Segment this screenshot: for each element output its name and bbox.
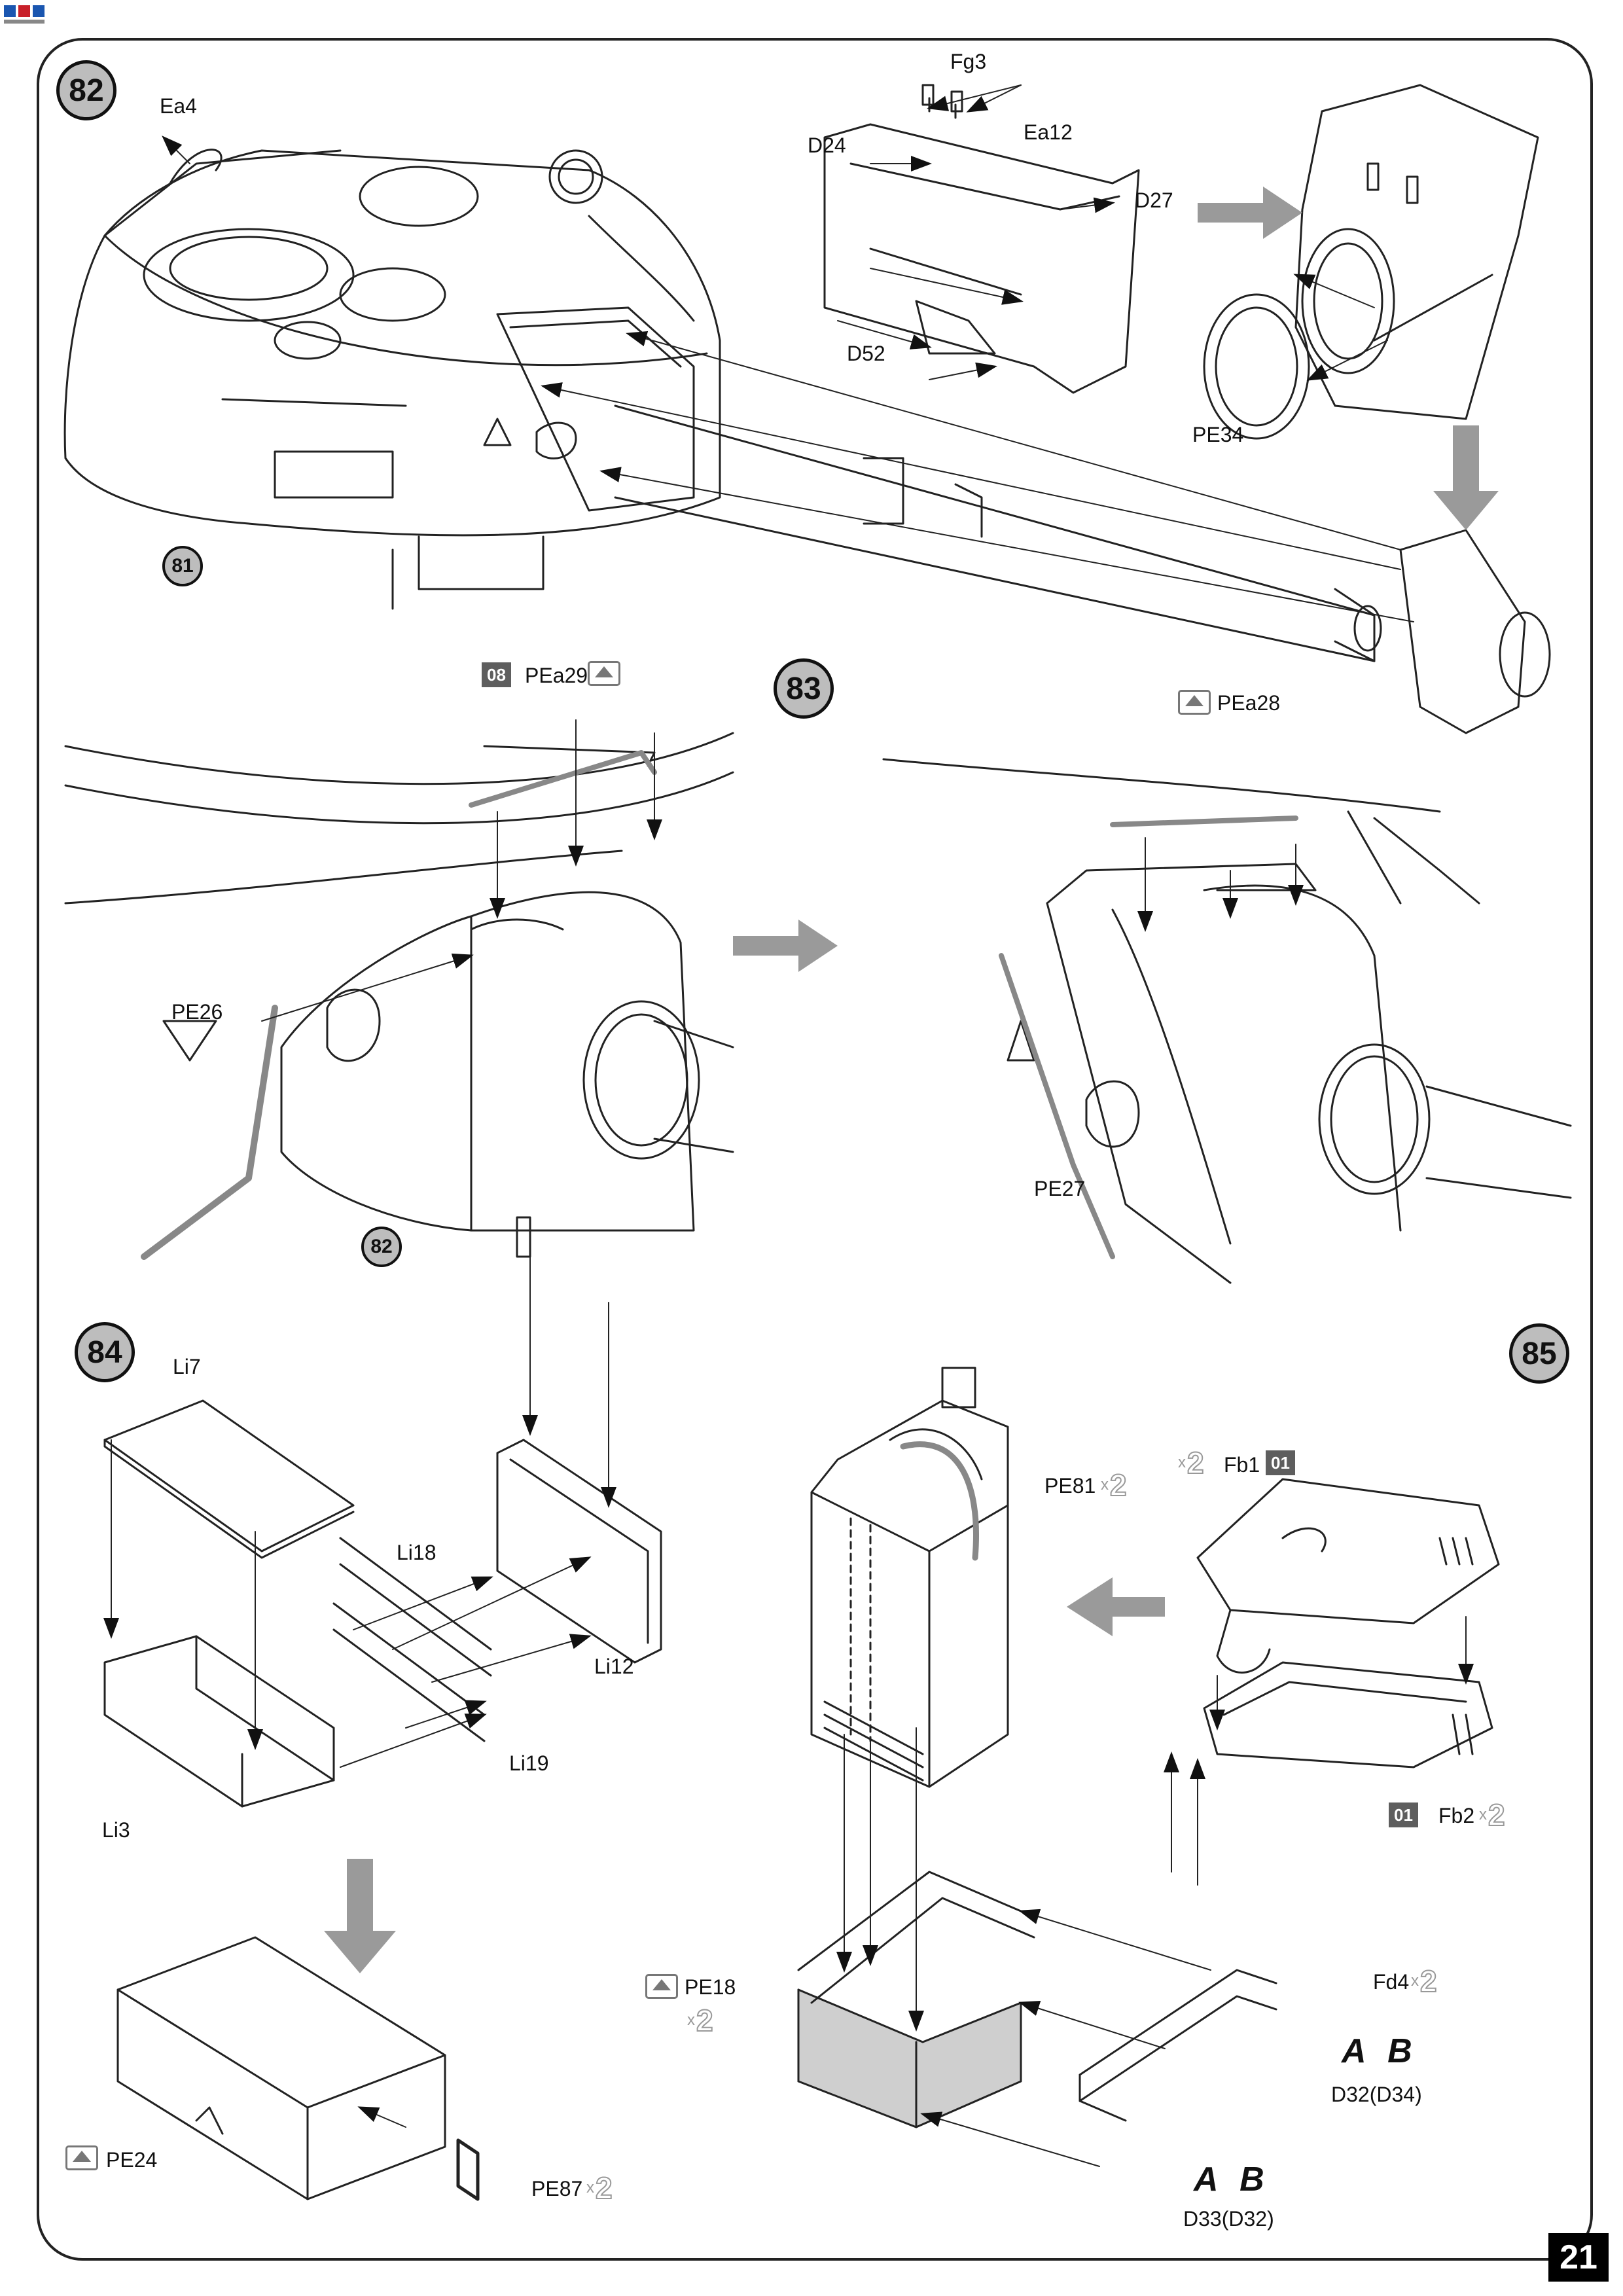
pe26-strip [141, 1005, 278, 1260]
part-label-li12: Li12 [594, 1655, 634, 1678]
part-label-d32-d34: D32(D34) [1331, 2083, 1422, 2106]
part-label-pe26: PE26 [171, 1000, 223, 1024]
variant-ab-d33: A B [1194, 2161, 1271, 2198]
fd4-handle [1079, 1969, 1277, 2122]
page-number: 21 [1548, 2233, 1609, 2282]
part-label-pe87: PE87 [531, 2177, 583, 2200]
mantlet-assembled-step82 [1203, 84, 1539, 440]
jerrycan-bracket [797, 1871, 1035, 2128]
part-label-li7: Li7 [173, 1355, 201, 1378]
sub-step-81-marker: 81 [162, 546, 203, 586]
part-label-li19: Li19 [509, 1751, 549, 1775]
photo-etch-icon [645, 1974, 678, 1999]
box-assembled [116, 1936, 446, 2200]
part-label-fg3: Fg3 [950, 50, 987, 73]
brand-logo [4, 5, 45, 24]
variant-ab-d32: A B [1342, 2032, 1419, 2070]
pea29-strip [469, 750, 657, 808]
hinge-rods-li18-li19 [332, 1537, 492, 1742]
part-label-pea28: PEa28 [1217, 691, 1281, 715]
part-label-pe24: PE24 [106, 2148, 158, 2172]
fb1-cap [1196, 1478, 1500, 1674]
pea28-strip [1110, 816, 1298, 827]
photo-etch-icon [588, 661, 620, 686]
pe81-strap [900, 1441, 979, 1561]
part-label-fd4: Fd4 [1373, 1970, 1410, 1994]
part-label-pea29: PEa29 [525, 664, 588, 687]
part-label-li3: Li3 [102, 1818, 130, 1842]
part-label-d24: D24 [808, 134, 846, 157]
assembly-arrows [103, 84, 1474, 2167]
turret-detail-left [64, 732, 734, 1258]
box-side-li12 [496, 1439, 662, 1664]
paint-code-fb1: 01 [1266, 1450, 1295, 1475]
part-label-ea12: Ea12 [1024, 120, 1073, 144]
step-83-marker: 83 [774, 658, 834, 719]
fb2-base [1203, 1661, 1493, 1768]
box-lid-li7 [103, 1399, 355, 1559]
part-label-fb2: Fb2 [1438, 1804, 1475, 1827]
step-82-marker: 82 [56, 60, 116, 120]
photo-etch-icon [65, 2145, 98, 2170]
pe87-latch [456, 2138, 480, 2201]
part-label-d52: D52 [847, 342, 885, 365]
part-label-pe34: PE34 [1192, 423, 1244, 446]
part-label-fb1: Fb1 [1224, 1453, 1260, 1477]
part-label-d27: D27 [1135, 188, 1173, 212]
mantlet-on-barrel [1399, 529, 1551, 734]
paint-code-pea29: 08 [482, 662, 511, 687]
step-85-marker: 85 [1509, 1323, 1569, 1384]
process-arrows [324, 187, 1499, 1973]
pe27-strip [999, 953, 1115, 1259]
part-label-pe81: PE81 [1044, 1474, 1096, 1498]
part-label-pe27: PE27 [1034, 1177, 1086, 1200]
part-label-d33-d32: D33(D32) [1183, 2207, 1274, 2231]
gun-barrel-drawing [614, 404, 1382, 662]
step-84-marker: 84 [75, 1322, 135, 1382]
paint-code-fb2: 01 [1389, 1803, 1418, 1827]
page-border [37, 38, 1593, 2261]
turret-detail-right [882, 758, 1572, 1284]
box-base-li3 [103, 1635, 335, 1808]
photo-etch-icon [1178, 690, 1211, 715]
part-label-pe18: PE18 [685, 1975, 736, 1999]
turret-drawing [63, 149, 721, 610]
part-label-ea4: Ea4 [160, 94, 197, 118]
jerrycan [810, 1367, 1009, 1788]
part-label-li18: Li18 [397, 1541, 437, 1564]
sub-step-82-marker: 82 [361, 1227, 402, 1267]
